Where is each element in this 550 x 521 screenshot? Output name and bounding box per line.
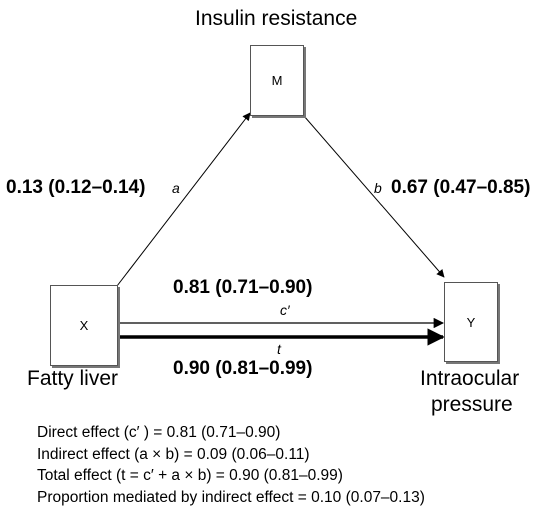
path-c-prime-estimate: 0.81 (0.71–0.90) <box>173 277 313 298</box>
exposure-title: Fatty liver <box>27 367 119 390</box>
outcome-title-line1: Intraocular <box>420 367 520 390</box>
mediator-title: Insulin resistance <box>195 7 358 30</box>
direct-effect-line: Direct effect (c′ ) = 0.81 (0.71–0.90) <box>37 424 281 441</box>
outcome-box: Y <box>444 282 498 362</box>
path-b-label: b <box>374 180 382 196</box>
path-a-estimate: 0.13 (0.12–0.14) <box>6 177 146 198</box>
path-t-label: t <box>277 341 281 357</box>
exposure-box: X <box>50 285 118 366</box>
path-c-prime-label: c′ <box>280 302 290 318</box>
exposure-symbol: X <box>79 318 89 333</box>
path-b-arrow <box>303 115 445 278</box>
path-t-estimate: 0.90 (0.81–0.99) <box>173 358 313 379</box>
outcome-symbol: Y <box>466 314 476 330</box>
effects-summary: Direct effect (c′ ) = 0.81 (0.71–0.90) I… <box>37 422 425 509</box>
outcome-title-line2: pressure <box>431 393 513 416</box>
mediator-box: M <box>250 45 304 116</box>
path-a-arrow <box>116 112 251 287</box>
path-a-label: a <box>172 180 180 196</box>
proportion-mediated-line: Proportion mediated by indirect effect =… <box>37 489 425 507</box>
mediator-symbol: M <box>271 73 283 88</box>
indirect-effect-line: Indirect effect (a × b) = 0.09 (0.06–0.1… <box>37 445 310 463</box>
path-b-estimate: 0.67 (0.47–0.85) <box>391 177 531 198</box>
total-effect-line: Total effect (t = c′ + a × b) = 0.90 (0.… <box>37 467 343 485</box>
